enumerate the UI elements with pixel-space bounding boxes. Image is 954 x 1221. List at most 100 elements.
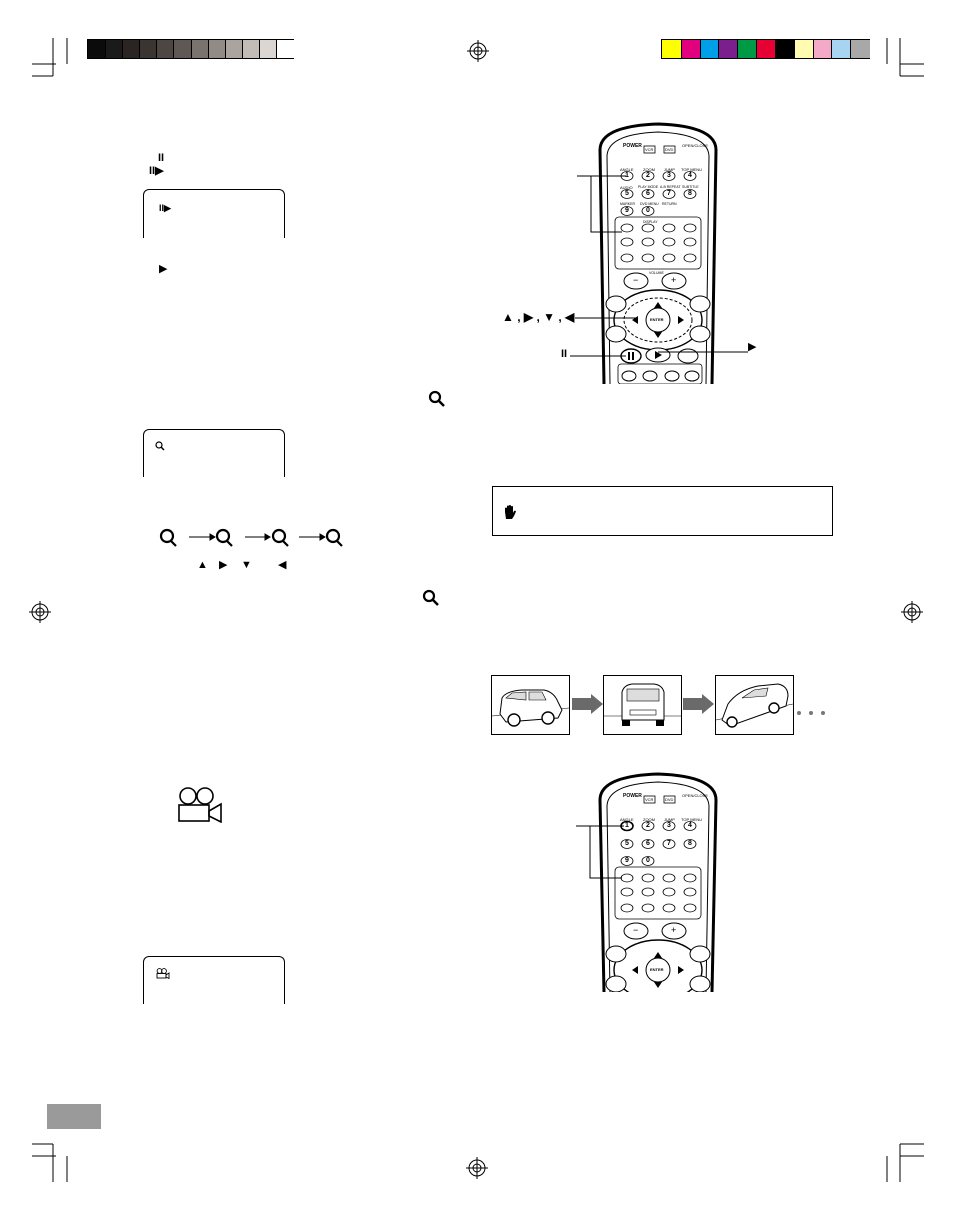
gray-swatch bbox=[190, 40, 210, 58]
display-button[interactable]: DISPLAY bbox=[643, 220, 658, 224]
color-swatch bbox=[793, 40, 814, 58]
registration-target-bottom bbox=[466, 1157, 488, 1179]
registration-target-left bbox=[29, 601, 51, 623]
right-arrow-icon: ▶ bbox=[219, 559, 228, 571]
gray-swatch bbox=[241, 40, 261, 58]
angle-view-1 bbox=[491, 675, 570, 735]
number-0-button[interactable]: 0 bbox=[646, 207, 650, 214]
power-button[interactable]: POWER bbox=[623, 793, 642, 799]
zoom-icon bbox=[428, 390, 445, 407]
zoom-icon bbox=[271, 528, 289, 547]
zoom-icon bbox=[422, 589, 439, 606]
down-arrow-icon: ▼ bbox=[241, 559, 252, 571]
open-close-button[interactable]: OPEN/CLOSE bbox=[682, 143, 709, 148]
volume-up-button[interactable]: + bbox=[671, 925, 677, 935]
angle-camera-icon bbox=[156, 968, 170, 979]
volume-down-button[interactable]: − bbox=[633, 275, 639, 285]
number-5-button[interactable]: 5 bbox=[625, 190, 629, 197]
gray-swatch bbox=[88, 40, 106, 58]
color-swatch bbox=[699, 40, 720, 58]
number-4-button[interactable]: 4 bbox=[688, 172, 692, 179]
number-8-button[interactable]: 8 bbox=[688, 840, 692, 847]
number-8-button[interactable]: 8 bbox=[688, 190, 692, 197]
play-icon: ▶ bbox=[159, 263, 168, 275]
zoom-button[interactable]: ZOOM bbox=[643, 817, 655, 822]
number-2-button[interactable]: 2 bbox=[646, 822, 650, 829]
dvd-menu-button[interactable]: DVD MENU bbox=[640, 202, 659, 206]
number-6-button[interactable]: 6 bbox=[646, 840, 650, 847]
marker-button[interactable]: MARKER bbox=[620, 202, 635, 206]
subtitle-button[interactable]: SUBTITLE bbox=[682, 185, 699, 189]
enter-button[interactable]: ENTER bbox=[650, 317, 664, 322]
number-3-button[interactable]: 3 bbox=[667, 172, 671, 179]
tv-screen-step: II▶ bbox=[143, 189, 285, 238]
sequence-arrow bbox=[683, 698, 703, 710]
angle-button[interactable]: ANGLE bbox=[620, 167, 634, 172]
gray-swatch bbox=[122, 40, 142, 58]
volume-up-button[interactable]: + bbox=[671, 275, 677, 285]
remote-control-top: POWER VCR DVD OPEN/CLOSE ANGLE ZOOM JUMP… bbox=[596, 120, 721, 384]
dvd-button[interactable]: DVD bbox=[665, 147, 674, 152]
number-9-button[interactable]: 9 bbox=[625, 207, 629, 214]
color-swatch bbox=[680, 40, 701, 58]
number-4-button[interactable]: 4 bbox=[688, 822, 692, 829]
direction-arrows-label: ▲ , ▶ , ▼ , ◀ bbox=[502, 310, 575, 324]
number-9-button[interactable]: 9 bbox=[625, 857, 629, 864]
number-5-button[interactable]: 5 bbox=[625, 840, 629, 847]
pause-label: II bbox=[561, 348, 568, 360]
play-label: ▶ bbox=[748, 341, 757, 353]
number-7-button[interactable]: 7 bbox=[667, 840, 671, 847]
step-icon: II▶ bbox=[159, 203, 171, 213]
continuation-dots bbox=[797, 702, 833, 720]
angle-camera-icon bbox=[178, 787, 222, 823]
enter-button[interactable]: ENTER bbox=[650, 967, 664, 972]
audio-button[interactable]: AUDIO bbox=[620, 185, 633, 190]
top-menu-button[interactable]: TOP MENU bbox=[681, 817, 702, 822]
pause-icon: II bbox=[158, 152, 165, 164]
color-swatch bbox=[756, 40, 777, 58]
volume-label: VOLUME bbox=[649, 271, 664, 275]
color-swatch bbox=[774, 40, 795, 58]
gray-swatch bbox=[139, 40, 159, 58]
vcr-button[interactable]: VCR bbox=[645, 147, 654, 152]
gray-swatch bbox=[275, 40, 295, 58]
tv-screen-angle bbox=[143, 956, 285, 1004]
callout-lines-bottom bbox=[576, 825, 624, 879]
a-b-repeat-button[interactable]: A-B REPEAT bbox=[660, 185, 681, 189]
gray-swatch bbox=[207, 40, 227, 58]
open-close-button[interactable]: OPEN/CLOSE bbox=[682, 793, 709, 798]
color-swatch bbox=[831, 40, 852, 58]
jump-button[interactable]: JUMP bbox=[664, 167, 675, 172]
top-menu-button[interactable]: TOP MENU bbox=[681, 167, 702, 172]
number-7-button[interactable]: 7 bbox=[667, 190, 671, 197]
color-swatch bbox=[850, 40, 871, 58]
power-button[interactable]: POWER bbox=[623, 143, 642, 149]
color-swatch bbox=[718, 40, 739, 58]
jump-button[interactable]: JUMP bbox=[664, 817, 675, 822]
number-6-button[interactable]: 6 bbox=[646, 190, 650, 197]
number-2-button[interactable]: 2 bbox=[646, 172, 650, 179]
zoom-icon bbox=[325, 528, 343, 547]
color-swatch bbox=[737, 40, 758, 58]
dvd-button[interactable]: DVD bbox=[665, 797, 674, 802]
number-1-button[interactable]: 1 bbox=[625, 172, 629, 179]
tv-screen-zoom bbox=[143, 429, 285, 477]
number-0-button[interactable]: 0 bbox=[646, 857, 650, 864]
gray-swatch bbox=[224, 40, 244, 58]
zoom-icon bbox=[159, 528, 177, 547]
gray-swatch bbox=[105, 40, 125, 58]
zoom-button[interactable]: ZOOM bbox=[643, 167, 655, 172]
gray-swatch bbox=[258, 40, 278, 58]
up-arrow-icon: ▲ bbox=[197, 559, 208, 571]
sequence-arrow-head bbox=[591, 694, 603, 714]
volume-down-button[interactable]: − bbox=[633, 925, 639, 935]
return-button[interactable]: RETURN bbox=[662, 202, 677, 206]
vcr-button[interactable]: VCR bbox=[645, 797, 654, 802]
gray-swatch bbox=[173, 40, 193, 58]
number-3-button[interactable]: 3 bbox=[667, 822, 671, 829]
color-swatch bbox=[662, 40, 681, 58]
number-1-button[interactable]: 1 bbox=[625, 822, 629, 829]
zoom-icon bbox=[155, 441, 165, 451]
play-mode-button[interactable]: PLAY MODE bbox=[638, 185, 659, 189]
angle-button[interactable]: ANGLE bbox=[620, 817, 634, 822]
